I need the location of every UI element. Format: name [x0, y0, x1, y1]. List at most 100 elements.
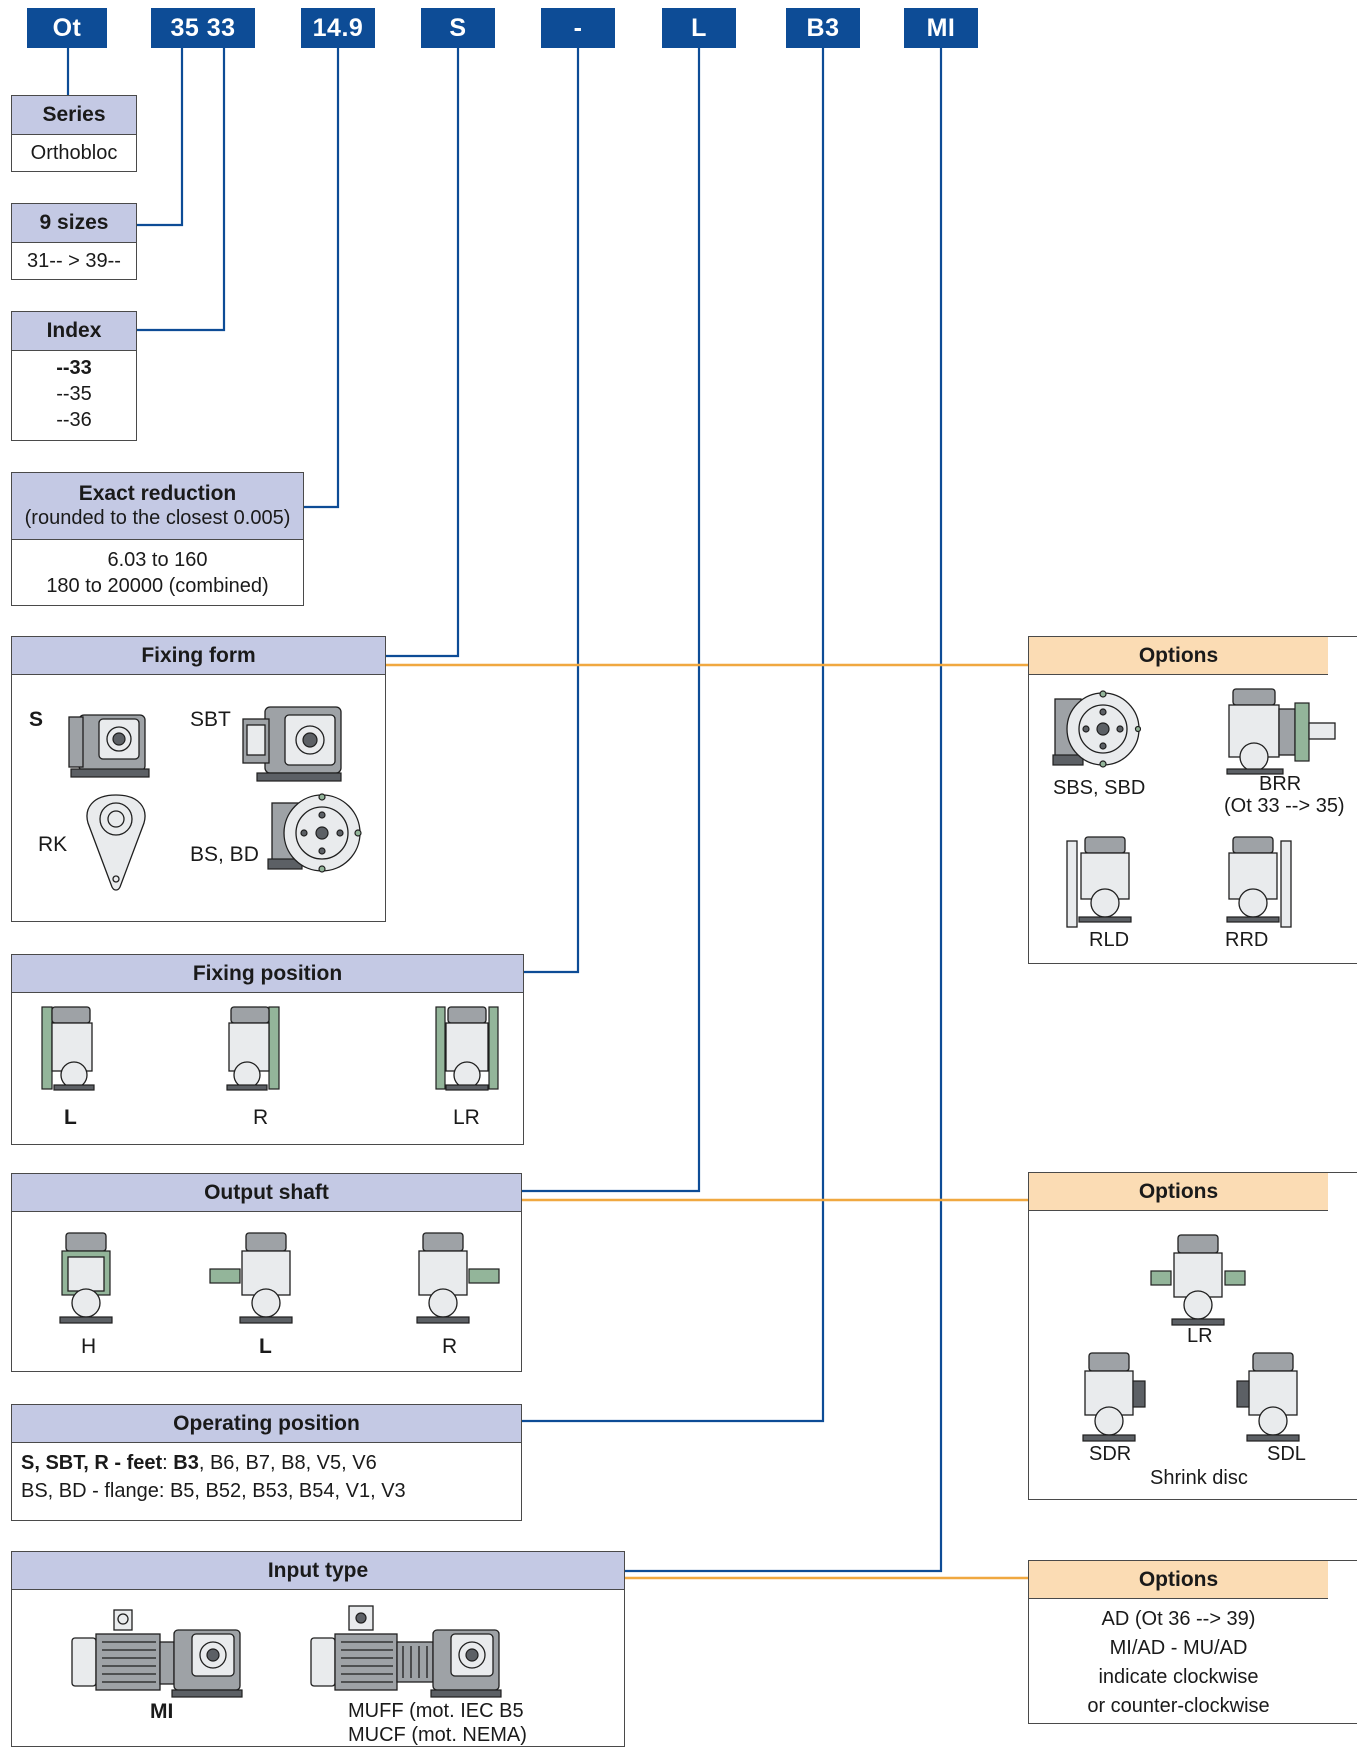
options-input-ad: AD (Ot 36 --> 39) — [1101, 1608, 1256, 1630]
motor-mi-icon — [71, 1609, 243, 1698]
output-shaft-r-icon — [416, 1232, 500, 1324]
sizes-box: 9 sizes 31-- > 39-- — [11, 203, 137, 280]
options-input-mi-mu: MI/AD - MU/AD — [1109, 1637, 1248, 1659]
fixing-position-l-icon — [41, 1006, 95, 1091]
motor-brr-icon — [1226, 688, 1336, 775]
wire-reduction — [304, 48, 340, 509]
code-fixing-form: S — [421, 8, 495, 48]
input-type-label-mucf: MUCF (mot. NEMA) — [348, 1724, 527, 1746]
fixing-position-title: Fixing position — [12, 955, 523, 993]
options-fixing-box: Options SBS, SBD BRR (Ot 33 --> 35) RL — [1028, 636, 1357, 964]
options-fixing-label-brr-range: (Ot 33 --> 35) — [1224, 795, 1345, 817]
code-fixing-position: - — [541, 8, 615, 48]
options-input-box: Options AD (Ot 36 --> 39) MI/AD - MU/AD … — [1028, 1560, 1357, 1724]
input-type-box: Input type MI MUFF (mot. IEC B5 MUCF (mo… — [11, 1551, 625, 1747]
operating-position-flange: BS, BD - flange: B5, B52, B53, B54, V1, … — [21, 1480, 406, 1502]
gearbox-sbt-icon — [242, 706, 342, 782]
series-box: Series Orthobloc — [11, 95, 137, 172]
options-fixing-label-sbs-sbd: SBS, SBD — [1053, 777, 1146, 799]
reduction-values: 6.03 to 160 180 to 20000 (combined) — [12, 540, 303, 599]
options-shaft-label-sdl: SDL — [1267, 1443, 1306, 1465]
operating-position-feet-sep: : — [162, 1452, 174, 1474]
options-fixing-title: Options — [1029, 637, 1328, 675]
options-fixing-label-rrd: RRD — [1225, 929, 1269, 951]
flange-bs-bd-icon — [267, 793, 362, 873]
input-type-label-mi: MI — [150, 1700, 174, 1723]
fixing-position-box: Fixing position L R LR — [11, 954, 524, 1145]
arm-rld-icon — [1066, 836, 1132, 928]
wire-fixing-form — [386, 48, 460, 658]
series-title: Series — [12, 96, 136, 135]
reduction-title: Exact reduction — [78, 482, 237, 505]
arm-rrd-icon — [1226, 836, 1292, 928]
wire-output-shaft — [522, 48, 701, 1193]
code-input-type: MI — [904, 8, 978, 48]
output-shaft-label-l: L — [259, 1335, 272, 1358]
options-shaft-label-shrink-disc: Shrink disc — [1150, 1467, 1248, 1489]
fixing-position-lr-icon — [435, 1006, 499, 1091]
reduction-range-combined: 180 to 20000 (combined) — [46, 575, 269, 597]
fixing-position-r-icon — [226, 1006, 280, 1091]
options-input-counter: or counter-clockwise — [1087, 1695, 1270, 1717]
index-value-33: --33 — [56, 357, 92, 379]
series-value: Orthobloc — [30, 142, 118, 164]
index-title: Index — [12, 312, 136, 351]
wire-index — [137, 48, 226, 332]
options-fixing-label-brr: BRR — [1259, 773, 1302, 795]
input-type-label-muff: MUFF (mot. IEC B5 — [348, 1700, 524, 1722]
options-shaft-title: Options — [1029, 1173, 1328, 1211]
operating-position-title: Operating position — [12, 1405, 521, 1443]
motor-muff-icon — [310, 1605, 502, 1698]
fixing-form-title: Fixing form — [12, 637, 385, 675]
sizes-title: 9 sizes — [12, 204, 136, 243]
options-shaft-box: Options LR SDR SDL Shrink disc — [1028, 1172, 1357, 1500]
code-output-shaft: L — [662, 8, 736, 48]
options-shaft-label-lr: LR — [1187, 1325, 1213, 1347]
code-size-index: 35 33 — [151, 8, 255, 48]
index-values: --33 --35 --36 — [12, 351, 136, 433]
options-input-clockwise: indicate clockwise — [1098, 1666, 1259, 1688]
reduction-box: Exact reduction (rounded to the closest … — [11, 472, 304, 606]
shrink-disc-sdr-icon — [1082, 1352, 1146, 1442]
output-shaft-box: Output shaft H L R — [11, 1173, 522, 1372]
reaction-arm-rk-icon — [86, 794, 146, 891]
options-input-lines: AD (Ot 36 --> 39) MI/AD - MU/AD indicate… — [1029, 1599, 1328, 1721]
code-reduction: 14.9 — [301, 8, 375, 48]
fixing-position-label-r: R — [253, 1106, 269, 1129]
reduction-header: Exact reduction (rounded to the closest … — [12, 473, 303, 540]
output-shaft-label-r: R — [442, 1335, 458, 1358]
output-shaft-title: Output shaft — [12, 1174, 521, 1212]
fixing-form-label-rk: RK — [38, 833, 68, 856]
options-fixing-label-rld: RLD — [1089, 929, 1130, 951]
wire-fixing-position — [524, 48, 580, 974]
input-type-title: Input type — [12, 1552, 624, 1590]
reduction-subtitle: (rounded to the closest 0.005) — [24, 507, 291, 529]
fixing-position-label-lr: LR — [453, 1106, 480, 1129]
index-box: Index --33 --35 --36 — [11, 311, 137, 441]
fixing-position-label-l: L — [64, 1106, 77, 1129]
fixing-form-box: Fixing form S SBT RK BS, BD — [11, 636, 386, 922]
output-shaft-l-icon — [209, 1232, 293, 1324]
reduction-range-simple: 6.03 to 160 — [107, 549, 208, 571]
options-input-title: Options — [1029, 1561, 1328, 1599]
operating-position-box: Operating position S, SBT, R - feet: B3,… — [11, 1404, 522, 1521]
shrink-disc-sdl-icon — [1236, 1352, 1300, 1442]
output-shaft-lr-icon — [1150, 1234, 1246, 1326]
operating-position-text: S, SBT, R - feet: B3, B6, B7, B8, V5, V6… — [12, 1443, 521, 1511]
options-shaft-label-sdr: SDR — [1089, 1443, 1132, 1465]
output-shaft-h-icon — [59, 1232, 113, 1324]
sizes-value: 31-- > 39-- — [27, 250, 121, 272]
fixing-form-label-bs-bd: BS, BD — [190, 843, 259, 866]
wire-input-type — [625, 48, 943, 1573]
code-operating-position: B3 — [786, 8, 860, 48]
code-series: Ot — [27, 8, 107, 48]
output-shaft-label-h: H — [81, 1335, 97, 1358]
index-value-35: --35 — [56, 383, 92, 405]
flange-sbs-sbd-icon — [1052, 690, 1141, 768]
operating-position-feet-rest: , B6, B7, B8, V5, V6 — [198, 1452, 377, 1474]
wire-sizes — [137, 48, 184, 227]
gearbox-foot-s-icon — [68, 714, 150, 778]
operating-position-feet-label: S, SBT, R - feet — [21, 1452, 163, 1474]
wire-operating-position — [522, 48, 825, 1423]
